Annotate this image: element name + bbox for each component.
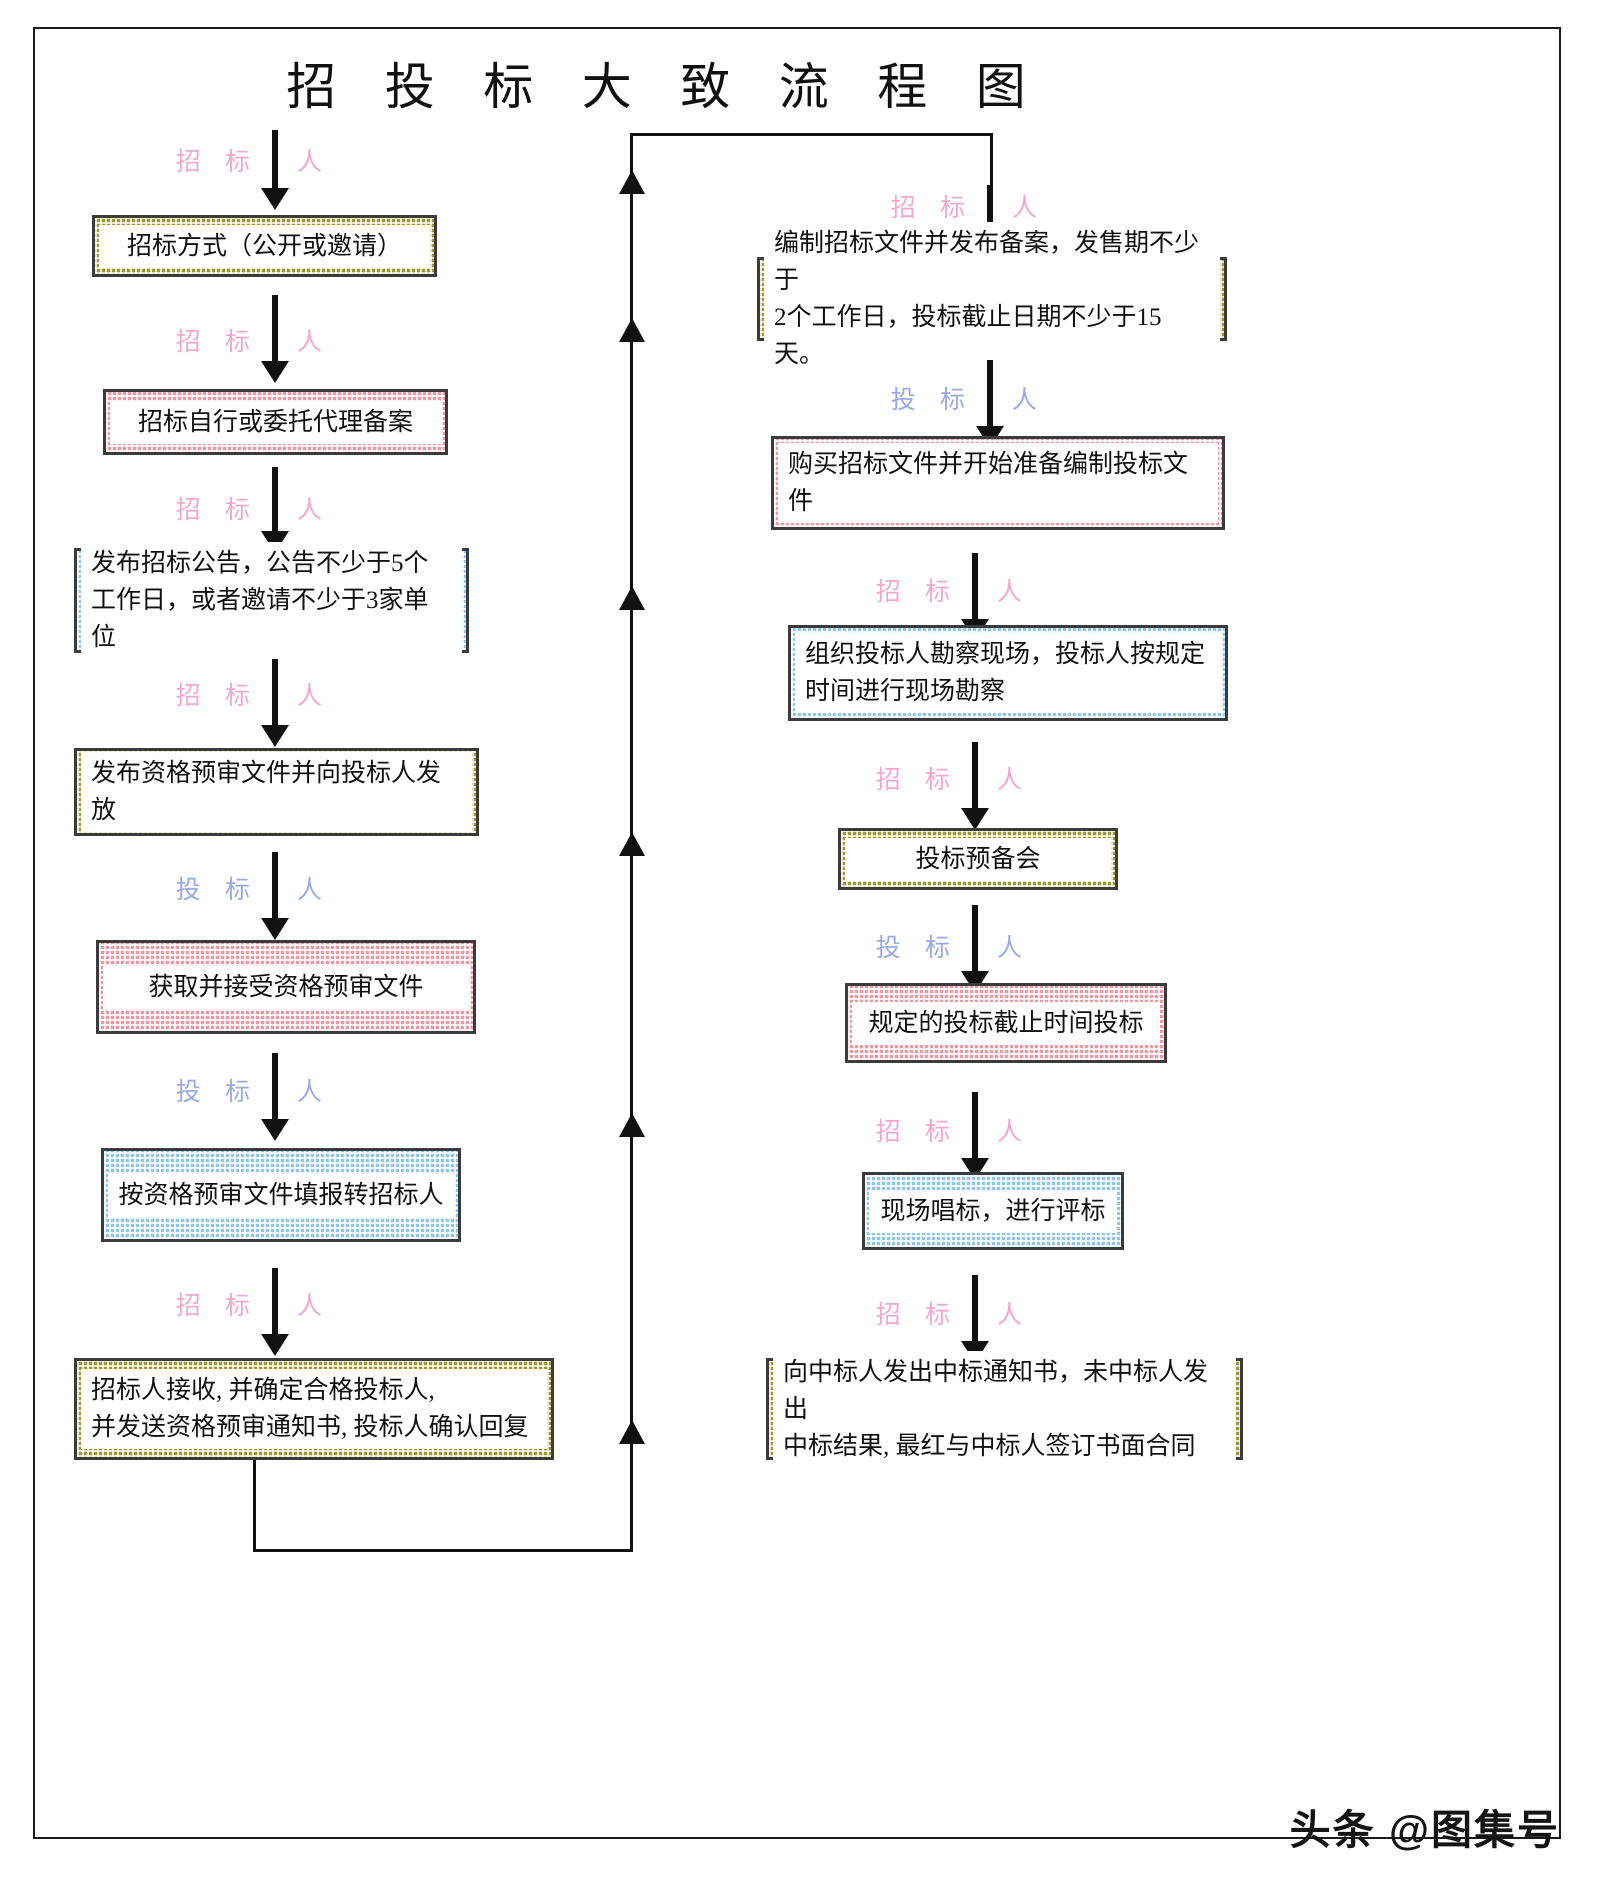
node-text: 按资格预审文件填报转招标人: [108, 1173, 454, 1217]
actor-right-text: 人: [997, 1302, 1032, 1329]
actor-left-text: 投 标: [875, 935, 959, 962]
node-bid-opening: 现场唱标，进行评标: [862, 1172, 1124, 1250]
node-buy-docs: 购买招标文件并开始准备编制投标文件: [771, 436, 1225, 530]
page-title: 招 投 标 大 致 流 程 图: [286, 59, 1044, 115]
actor-right-text: 人: [997, 935, 1032, 962]
actor-left-text: 招 标: [175, 1293, 259, 1320]
actor-left-text: 招 标: [175, 329, 259, 356]
node-text: 编制招标文件并发布备案，发售期不少于 2个工作日，投标截止日期不少于15天。: [764, 222, 1220, 376]
node-text: 购买招标文件并开始准备编制投标文件: [778, 443, 1218, 523]
node-pre-bid-meeting: 投标预备会: [838, 828, 1118, 890]
actor-right-text: 人: [997, 1119, 1032, 1146]
actor-right-text: 人: [997, 579, 1032, 606]
node-prepare-docs: 编制招标文件并发布备案，发售期不少于 2个工作日，投标截止日期不少于15天。: [757, 222, 1227, 376]
actor-right-text: 人: [297, 497, 332, 524]
actor-left-text: 招 标: [175, 497, 259, 524]
node-text: 投标预备会: [845, 837, 1111, 881]
node-text: 组织投标人勘察现场，投标人按规定 时间进行现场勘察: [795, 633, 1221, 713]
actor-right-text: 人: [297, 1079, 332, 1106]
actor-left-text: 招 标: [175, 683, 259, 710]
return-line-horizontal: [253, 1549, 633, 1552]
actor-left-text: 招 标: [890, 195, 974, 222]
feedback-arrowhead-5: [619, 1113, 645, 1137]
node-prequal-release: 发布资格预审文件并向投标人发放: [74, 748, 479, 836]
node-prequal-submit: 按资格预审文件填报转招标人: [101, 1148, 461, 1242]
node-bid-deadline: 规定的投标截止时间投标: [845, 983, 1167, 1063]
return-line-down: [253, 1460, 256, 1552]
actor-right-text: 人: [297, 683, 332, 710]
watermark: 头条 @图集号: [1289, 1807, 1560, 1853]
node-site-survey: 组织投标人勘察现场，投标人按规定 时间进行现场勘察: [788, 625, 1228, 721]
node-text: 招标方式（公开或邀请）: [99, 224, 430, 268]
actor-left-text: 投 标: [175, 1079, 259, 1106]
actor-right-text: 人: [1012, 387, 1047, 414]
node-filing: 招标自行或委托代理备案: [103, 389, 448, 455]
feedback-arrowhead-6: [619, 1420, 645, 1444]
feedback-arrowhead-4: [619, 832, 645, 856]
actor-right-text: 人: [997, 767, 1032, 794]
actor-right-text: 人: [297, 877, 332, 904]
node-text: 招标人接收, 并确定合格投标人, 并发送资格预审通知书, 投标人确认回复: [81, 1369, 547, 1449]
node-text: 获取并接受资格预审文件: [103, 965, 469, 1009]
actor-left-text: 招 标: [875, 767, 959, 794]
node-tender-method: 招标方式（公开或邀请）: [92, 215, 437, 277]
actor-left-text: 投 标: [175, 877, 259, 904]
actor-right-text: 人: [297, 149, 332, 176]
node-prequal-confirm: 招标人接收, 并确定合格投标人, 并发送资格预审通知书, 投标人确认回复: [74, 1358, 554, 1460]
feedback-arrowhead-2: [619, 318, 645, 342]
actor-left-text: 招 标: [875, 1119, 959, 1146]
node-text: 规定的投标截止时间投标: [852, 1001, 1160, 1045]
actor-left-text: 招 标: [875, 1302, 959, 1329]
node-announcement: 发布招标公告，公告不少于5个 工作日，或者邀请不少于3家单位: [74, 542, 469, 659]
top-connector-down: [990, 133, 993, 197]
node-text: 发布资格预审文件并向投标人发放: [81, 752, 472, 832]
node-award-notice: 向中标人发出中标通知书，未中标人发出 中标结果, 最红与中标人签订书面合同: [766, 1350, 1243, 1468]
feedback-arrowhead-1: [619, 170, 645, 194]
node-text: 现场唱标，进行评标: [869, 1189, 1117, 1233]
feedback-top-horizontal: [630, 133, 992, 136]
actor-left-text: 招 标: [175, 149, 259, 176]
feedback-arrowhead-3: [619, 586, 645, 610]
node-text: 招标自行或委托代理备案: [110, 400, 441, 444]
actor-right-text: 人: [297, 329, 332, 356]
node-text: 向中标人发出中标通知书，未中标人发出 中标结果, 最红与中标人签订书面合同: [773, 1350, 1236, 1468]
actor-left-text: 投 标: [890, 387, 974, 414]
actor-right-text: 人: [1012, 195, 1047, 222]
actor-right-text: 人: [297, 1293, 332, 1320]
actor-left-text: 招 标: [875, 579, 959, 606]
node-text: 发布招标公告，公告不少于5个 工作日，或者邀请不少于3家单位: [81, 542, 462, 659]
node-prequal-receive: 获取并接受资格预审文件: [96, 940, 476, 1034]
